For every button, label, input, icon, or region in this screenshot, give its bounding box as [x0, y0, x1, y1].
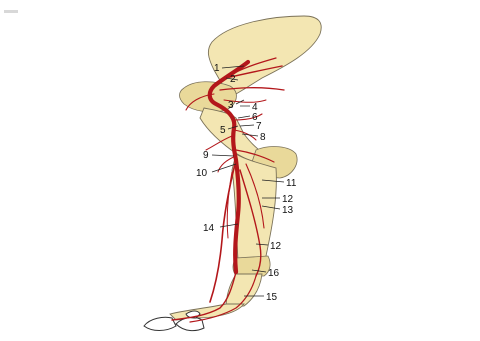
metacarpal-bone [226, 274, 262, 308]
label-11: 11 [286, 178, 297, 189]
label-9: 9 [203, 150, 209, 161]
label-8: 8 [260, 132, 266, 143]
corner-mark [4, 10, 18, 13]
phalanges [170, 304, 244, 320]
label-3: 3 [228, 100, 234, 111]
label-2: 2 [230, 74, 236, 85]
label-10: 10 [196, 168, 208, 179]
carpal-bones [233, 256, 270, 276]
humeral-branch [234, 114, 262, 120]
label-14: 14 [203, 223, 215, 234]
leader-line [238, 116, 250, 118]
label-12-upper: 12 [282, 194, 294, 205]
scapula-bone [208, 16, 321, 94]
label-13: 13 [282, 205, 294, 216]
hoof-icon [144, 317, 176, 330]
label-1: 1 [214, 63, 220, 74]
leader-line [212, 155, 234, 156]
label-16: 16 [268, 268, 280, 279]
label-15: 15 [266, 292, 278, 303]
label-12-lower: 12 [270, 241, 282, 252]
label-5: 5 [220, 125, 226, 136]
leader-line [240, 125, 254, 126]
label-7: 7 [256, 121, 262, 132]
